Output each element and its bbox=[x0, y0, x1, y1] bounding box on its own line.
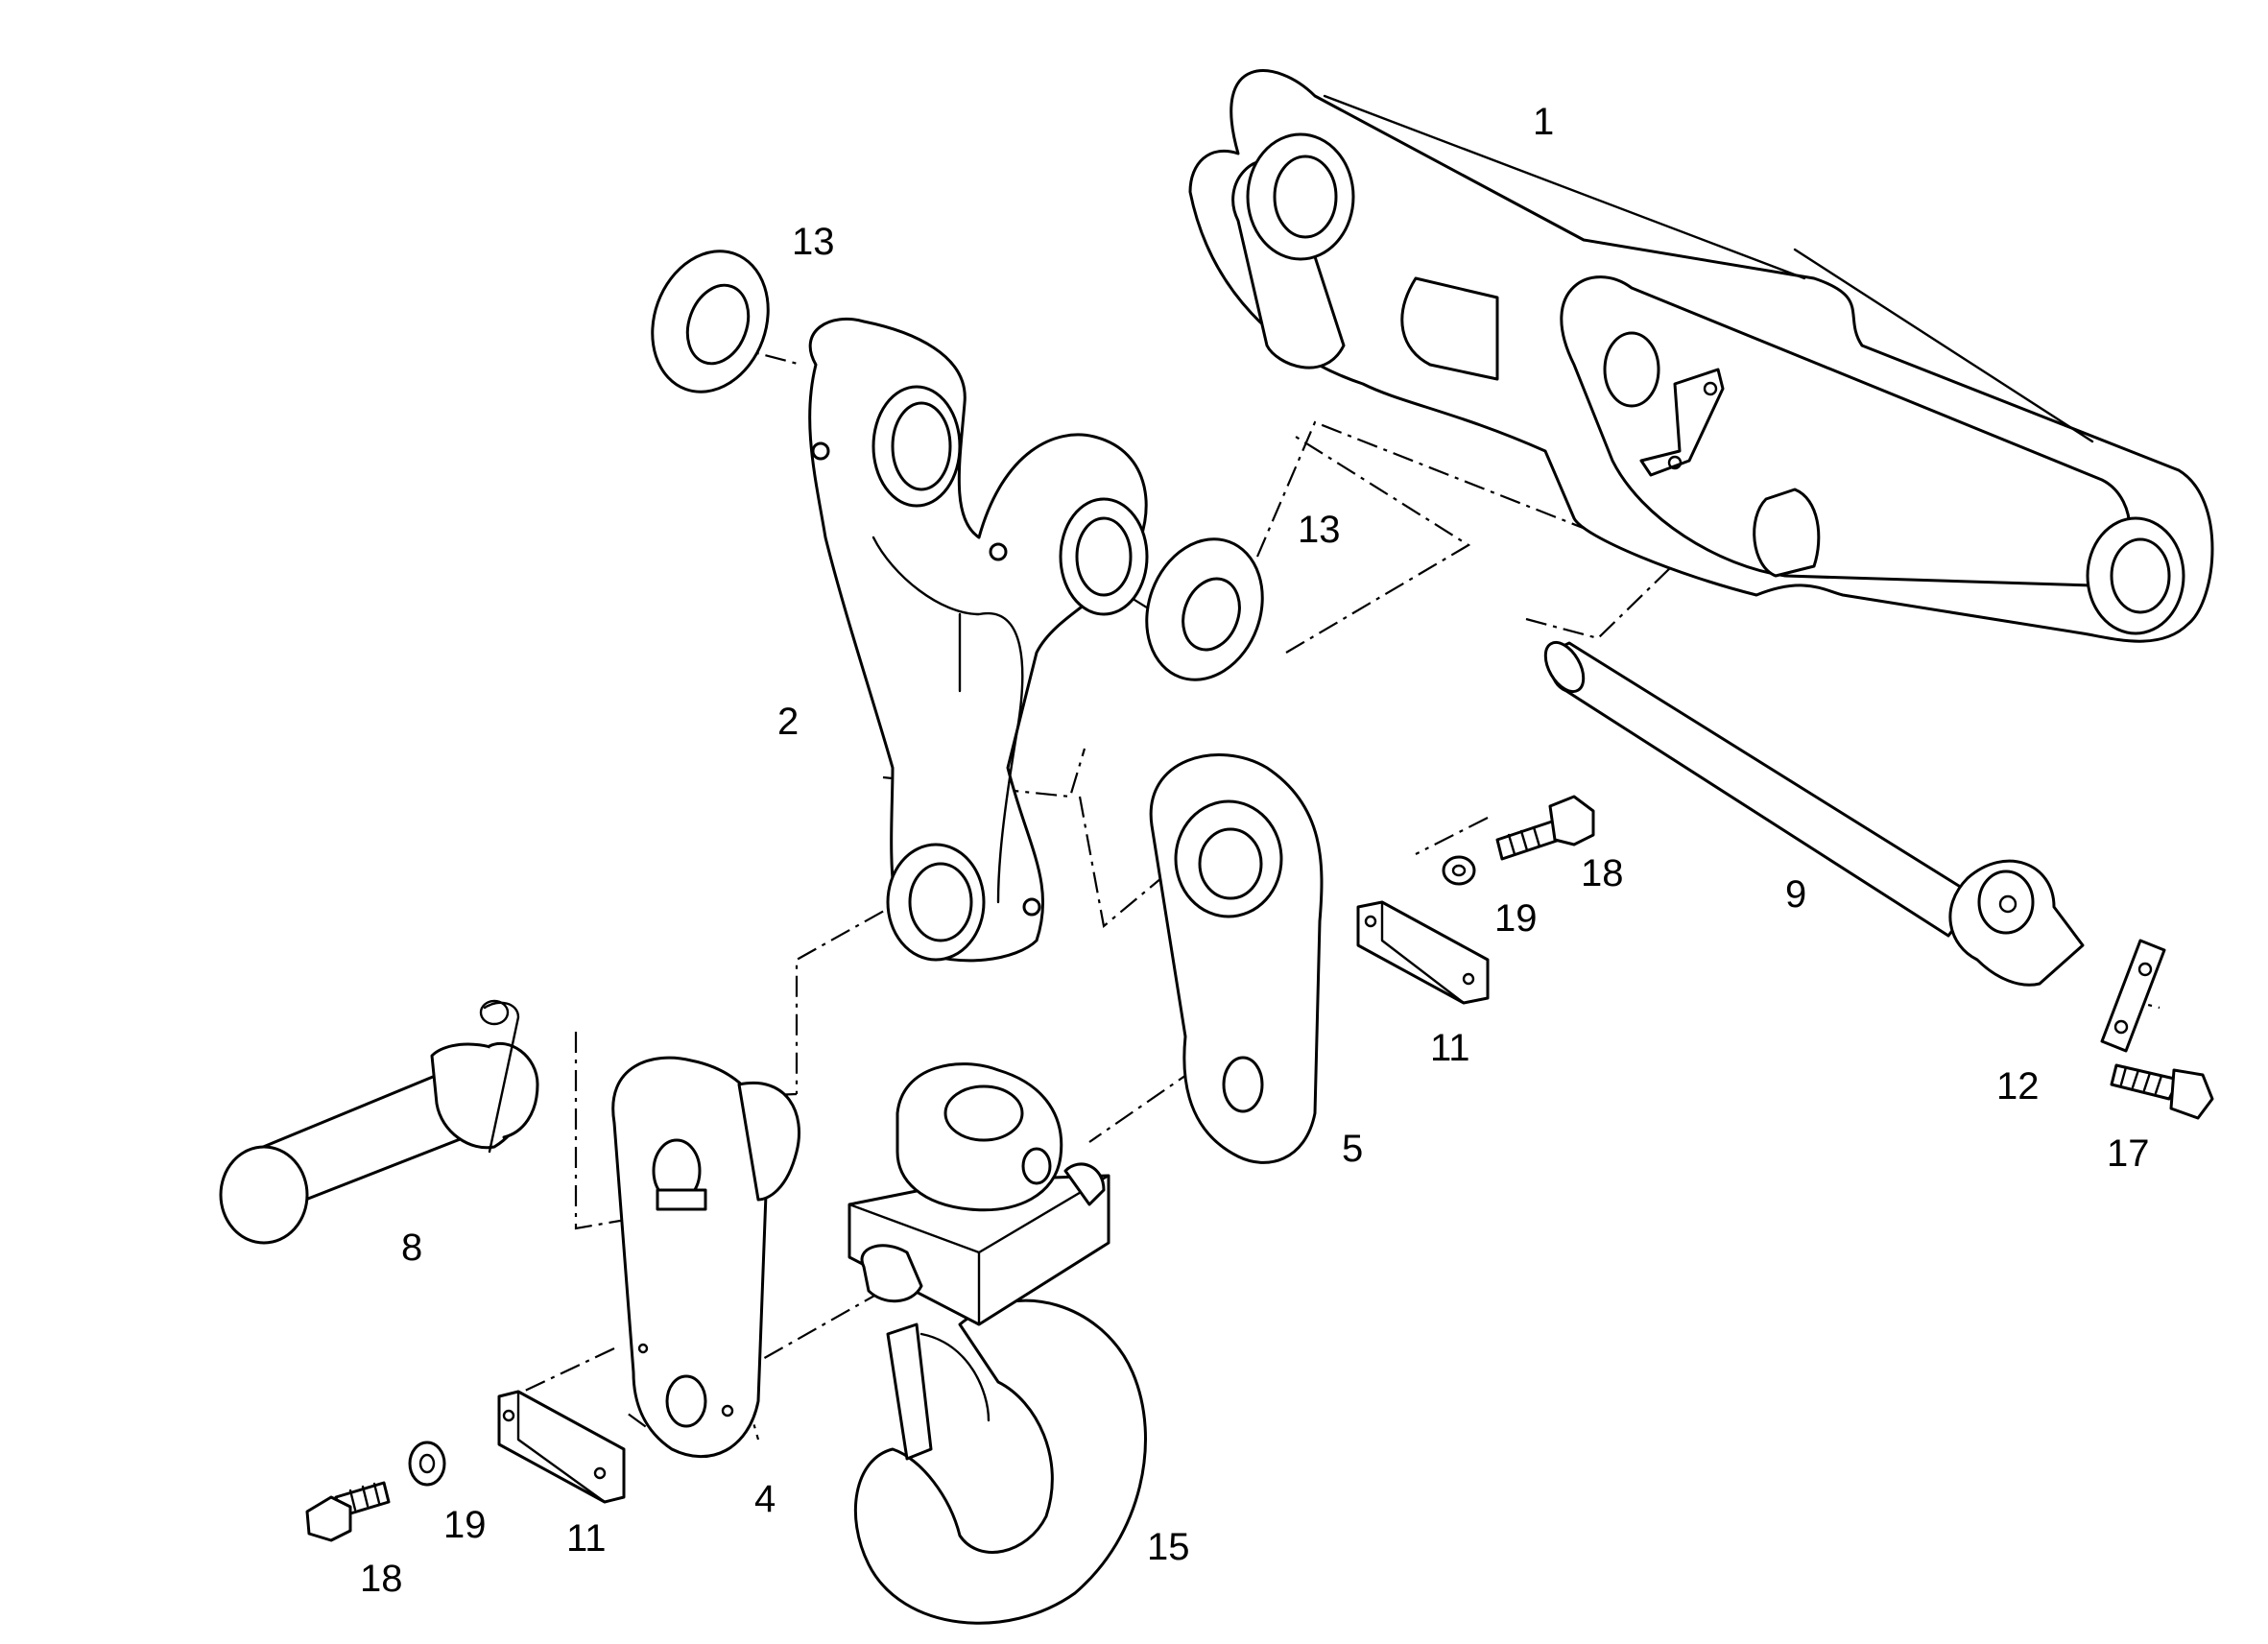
part-13-washer-upper bbox=[651, 250, 770, 393]
callout-11-upper: 11 bbox=[1430, 1027, 1470, 1069]
callout-1: 1 bbox=[1533, 101, 1554, 143]
part-11-plate-lower bbox=[497, 1390, 626, 1504]
part-18-bolt-upper bbox=[1495, 795, 1595, 861]
callout-18-upper: 18 bbox=[1581, 852, 1624, 894]
callout-19-lower: 19 bbox=[443, 1504, 487, 1546]
callout-2: 2 bbox=[777, 701, 799, 743]
callout-9: 9 bbox=[1785, 873, 1806, 916]
callout-17: 17 bbox=[2107, 1132, 2150, 1175]
callout-4: 4 bbox=[754, 1478, 776, 1520]
part-15-hook bbox=[848, 1062, 1147, 1625]
part-18-bolt-lower bbox=[305, 1481, 391, 1542]
callout-15: 15 bbox=[1147, 1526, 1190, 1568]
callout-12: 12 bbox=[1996, 1065, 2040, 1108]
callout-19-upper: 19 bbox=[1494, 897, 1538, 940]
part-9-long-pin bbox=[1543, 640, 2085, 987]
part-11-plate-upper bbox=[1356, 900, 1490, 1005]
part-13-washer-right bbox=[1145, 537, 1264, 681]
callout-labels: 1 2 4 5 8 9 11 11 12 13 13 15 17 18 18 1… bbox=[360, 101, 2150, 1600]
part-2-bell-crank bbox=[808, 317, 1149, 963]
callout-13-right: 13 bbox=[1298, 509, 1341, 551]
part-1-main-frame bbox=[1188, 69, 2214, 643]
callout-13-upper: 13 bbox=[792, 221, 835, 263]
callout-18-lower: 18 bbox=[360, 1558, 403, 1600]
part-19-washer-upper bbox=[1442, 855, 1476, 886]
part-12-retaining-plate bbox=[2100, 939, 2166, 1053]
part-19-washer-lower bbox=[408, 1441, 446, 1487]
callout-8: 8 bbox=[401, 1227, 422, 1269]
callout-11-lower: 11 bbox=[566, 1517, 607, 1560]
part-17-bolt bbox=[2110, 1063, 2214, 1120]
part-4-link bbox=[611, 1056, 800, 1459]
callout-5: 5 bbox=[1342, 1128, 1363, 1170]
part-5-link bbox=[1149, 753, 1324, 1164]
part-8-pin-with-nut bbox=[219, 999, 539, 1245]
